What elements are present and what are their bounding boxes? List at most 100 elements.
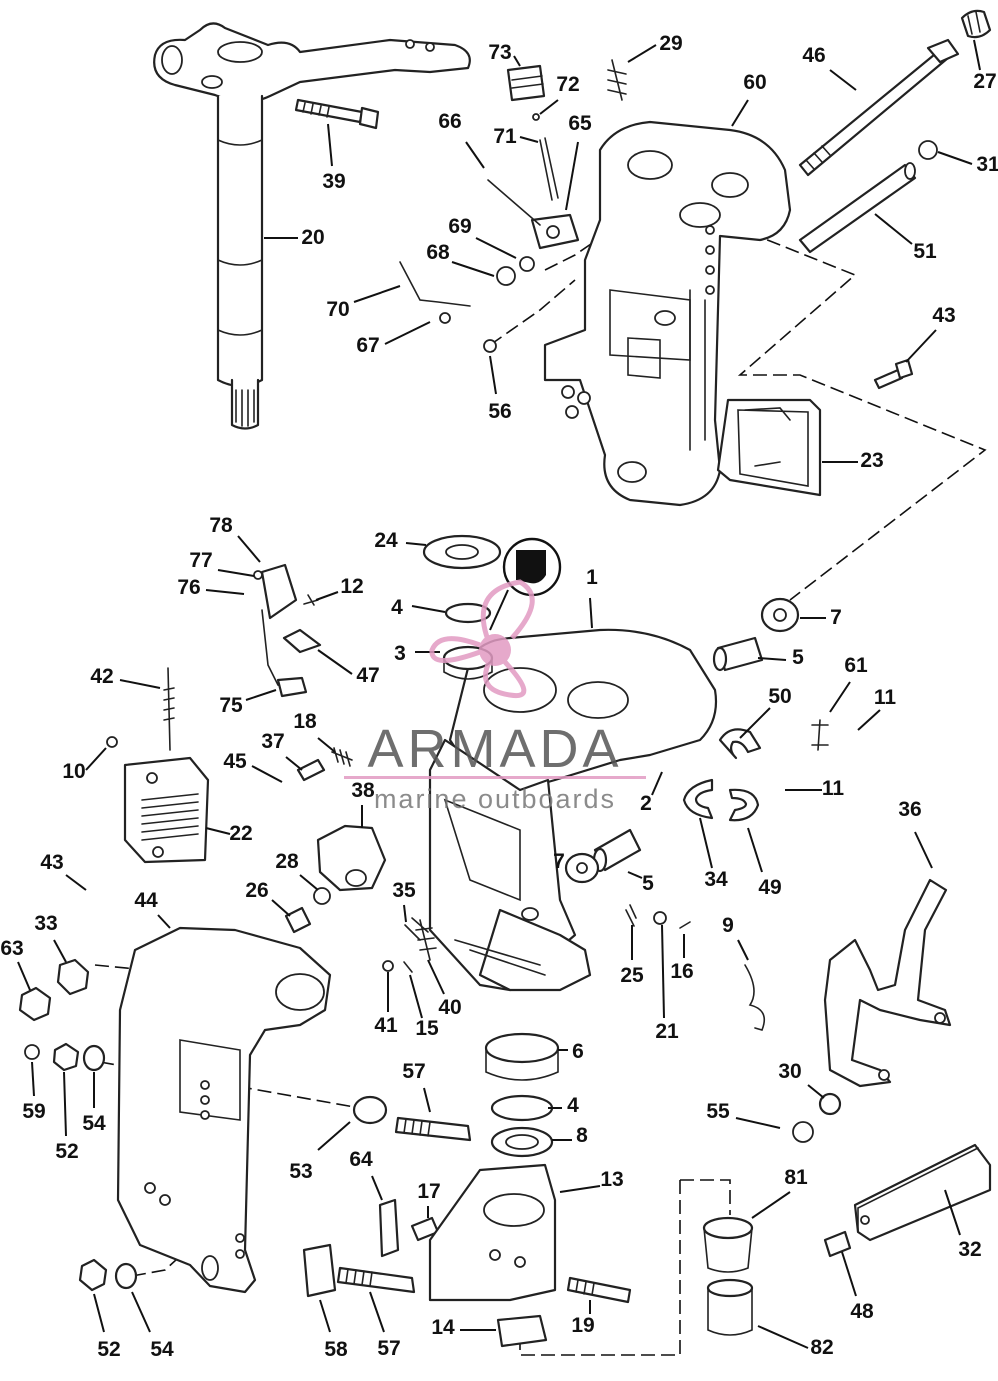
ref-number-66: 66 — [438, 110, 461, 133]
leader-line-27 — [973, 39, 981, 71]
leader-line-81 — [751, 1191, 791, 1219]
tilt-tube-46 — [798, 38, 960, 177]
leader-line-40 — [427, 959, 445, 995]
watermark: ARMADA marine outboards — [344, 579, 646, 814]
leader-line-39 — [327, 123, 333, 167]
ref-number-6: 6 — [572, 1040, 584, 1063]
steering-housing-13 — [428, 1163, 557, 1302]
ref-number-3: 3 — [394, 642, 406, 665]
clip-35 — [404, 917, 429, 941]
plate-23 — [716, 398, 822, 497]
ref-number-56: 56 — [488, 400, 511, 423]
ref-number-11: 11 — [822, 777, 845, 800]
nut-52-lower — [78, 1258, 108, 1292]
leader-line-45 — [251, 765, 283, 783]
ref-number-5: 5 — [792, 646, 804, 669]
nut-14 — [496, 1314, 548, 1348]
leader-line-67 — [384, 321, 431, 345]
spring-25 — [625, 904, 637, 927]
ref-number-39: 39 — [322, 170, 345, 193]
ref-number-64: 64 — [349, 1148, 373, 1171]
ref-number-32: 32 — [958, 1238, 981, 1261]
ref-number-72: 72 — [556, 73, 579, 96]
ref-number-38: 38 — [351, 779, 375, 802]
ref-number-29: 29 — [659, 32, 682, 55]
leader-line-30 — [807, 1084, 825, 1099]
ref-number-54: 54 — [150, 1338, 174, 1361]
steering-arm-assembly — [153, 22, 471, 430]
leader-line-12 — [315, 591, 339, 601]
ref-number-35: 35 — [392, 879, 416, 902]
ref-number-73: 73 — [488, 41, 511, 64]
leader-line-11 — [857, 709, 881, 731]
ref-number-30: 30 — [778, 1060, 801, 1083]
ref-number-44: 44 — [134, 889, 158, 912]
leader-line-70 — [353, 285, 401, 303]
washer-28 — [313, 887, 331, 905]
clip-34 — [682, 778, 714, 820]
ref-number-9: 9 — [722, 914, 734, 937]
ref-number-75: 75 — [219, 694, 243, 717]
leader-line-50 — [739, 707, 771, 739]
washer-31 — [918, 140, 938, 160]
leader-line-53 — [317, 1121, 351, 1151]
leader-line-22 — [205, 827, 231, 835]
leader-line-52 — [93, 1293, 105, 1333]
ref-number-57: 57 — [377, 1337, 400, 1360]
ref-number-27: 27 — [973, 70, 996, 93]
ref-number-57: 57 — [402, 1060, 425, 1083]
ref-number-51: 51 — [913, 240, 937, 263]
leader-line-28 — [299, 874, 319, 891]
washer-55 — [792, 1121, 814, 1143]
ref-number-41: 41 — [374, 1014, 398, 1037]
ref-number-50: 50 — [768, 685, 791, 708]
leader-line-59 — [31, 1061, 35, 1097]
leader-line-43 — [65, 874, 87, 891]
leader-line-24 — [405, 542, 427, 546]
leader-line-2 — [651, 771, 663, 796]
leader-line-75 — [245, 689, 277, 701]
washer-7-upper — [760, 597, 800, 633]
leader-line-37 — [285, 756, 303, 771]
leader-line-65 — [565, 141, 579, 211]
bushing-5-lower — [592, 828, 642, 873]
leader-line-4 — [411, 605, 446, 613]
thrust-washer-24 — [422, 534, 502, 570]
ref-number-25: 25 — [620, 964, 644, 987]
leader-line-5 — [627, 871, 643, 879]
leader-line-61 — [829, 681, 851, 713]
trim-plate-32 — [853, 1143, 992, 1242]
bushing-81 — [702, 1216, 754, 1273]
leader-line-5 — [757, 657, 787, 661]
leader-line-47 — [317, 649, 353, 675]
ref-number-76: 76 — [177, 576, 200, 599]
leader-line-13 — [559, 1185, 601, 1193]
ref-number-17: 17 — [417, 1180, 440, 1203]
pin-37 — [296, 758, 326, 782]
small-parts-65-73 — [399, 59, 627, 353]
watermark-tagline: marine outboards — [374, 784, 616, 814]
leader-line-33 — [53, 939, 67, 963]
clamp-bracket-1 — [428, 628, 718, 992]
ref-number-43: 43 — [40, 851, 63, 874]
plate-47 — [282, 628, 322, 654]
leader-line-18 — [317, 737, 336, 753]
ref-number-40: 40 — [438, 996, 461, 1019]
ref-number-36: 36 — [898, 798, 921, 821]
spring-18 — [331, 747, 353, 767]
ref-number-69: 69 — [448, 215, 471, 238]
nut-63 — [18, 986, 52, 1022]
leader-line-43 — [905, 329, 937, 363]
ref-number-43: 43 — [932, 304, 955, 327]
ref-number-16: 16 — [670, 960, 693, 983]
ref-number-52: 52 — [97, 1338, 120, 1361]
bolt-19 — [566, 1276, 632, 1304]
screw-48 — [823, 1230, 852, 1258]
leader-line-46 — [829, 69, 857, 91]
propeller-logo — [429, 579, 535, 699]
bushing-5-upper — [712, 636, 764, 672]
ref-number-59: 59 — [22, 1100, 45, 1123]
leader-line-72 — [539, 99, 559, 115]
pin-51 — [798, 162, 917, 254]
ref-number-5: 5 — [642, 872, 654, 895]
